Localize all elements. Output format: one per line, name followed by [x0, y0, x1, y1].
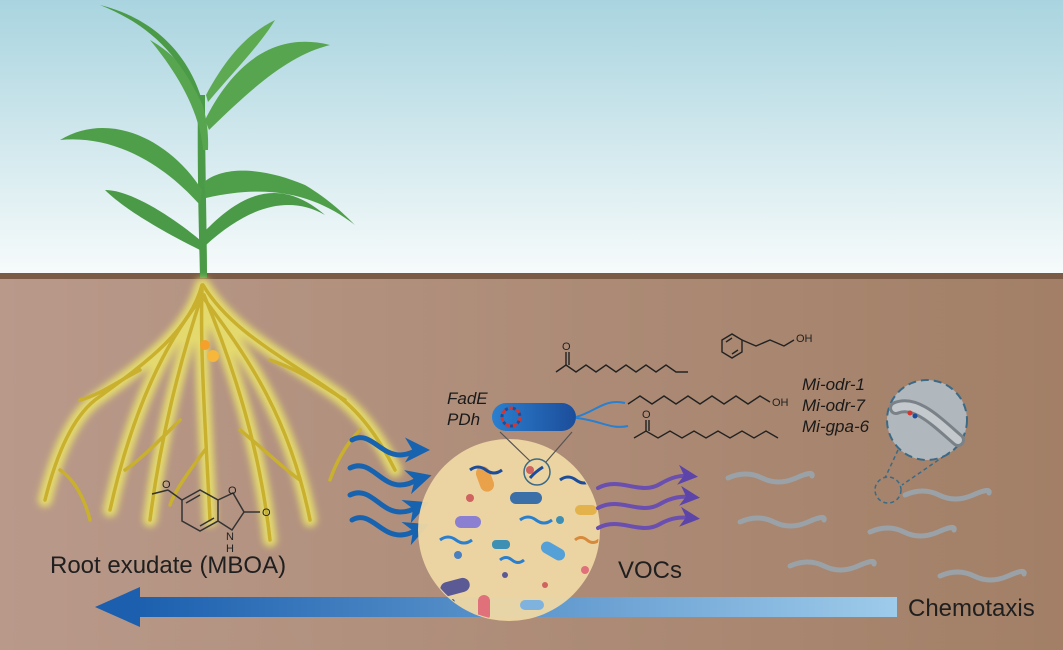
- root-exudate-label: Root exudate (MBOA): [50, 552, 287, 579]
- nematode-genes: Mi-odr-1 Mi-odr-7 Mi-gpa-6: [802, 374, 869, 437]
- zoom-lens-bacterium: [523, 458, 551, 486]
- voc-phenylethanol-oh: OH: [796, 333, 813, 345]
- soil-surface-line: [0, 273, 1063, 279]
- nematode-6: [937, 568, 1027, 583]
- exudate-arrow-3: [347, 490, 430, 524]
- nematode-4: [867, 524, 957, 539]
- exudate-arrow-2: [347, 463, 432, 495]
- nematode-2: [737, 514, 827, 529]
- mboa-structure: [151, 489, 260, 532]
- voc-arrow-1: [596, 464, 698, 490]
- chemotaxis-label: Chemotaxis: [908, 595, 1035, 622]
- gene-mi-gpa-6: Mi-gpa-6: [802, 417, 870, 436]
- voc-arrows: [596, 464, 700, 530]
- mboa-n: N: [226, 531, 234, 543]
- nematodes: [725, 470, 1027, 583]
- voc-undecanone-o: O: [562, 341, 571, 353]
- exudate-arrow-4: [349, 515, 430, 546]
- gene-fade: FadE: [447, 389, 488, 408]
- nematode-5: [902, 487, 992, 502]
- voc-arrow-3: [596, 506, 700, 530]
- gene-mi-odr-7: Mi-odr-7: [802, 396, 865, 415]
- zoom-line-right: [545, 431, 573, 463]
- voc-tridecanone-chain: [633, 430, 779, 439]
- voc-alcohol-oh: OH: [772, 397, 789, 409]
- roots: [43, 283, 397, 542]
- voc-atoms: O OH OH O: [562, 333, 813, 421]
- nematode-1: [725, 470, 815, 485]
- exudate-arrows: [347, 435, 432, 546]
- zoom-line-left: [499, 431, 531, 462]
- bacteria-genes: FadE PDh: [447, 388, 488, 430]
- voc-undecanone-chain: [555, 364, 688, 373]
- gene-mi-odr-1: Mi-odr-1: [802, 375, 865, 394]
- gene-pdh: PDh: [447, 410, 481, 429]
- voc-alcohol-chain: [627, 395, 771, 405]
- enlarged-bacterium: [492, 400, 629, 431]
- mboa-o-methoxy: O: [162, 479, 171, 491]
- microbe-community: [418, 439, 600, 621]
- mboa-o-ring: O: [228, 485, 237, 497]
- root-hotspot: [200, 340, 219, 362]
- voc-arrow-2: [596, 485, 700, 510]
- mboa-o-carbonyl: O: [262, 507, 271, 519]
- maize-shoot: [60, 5, 355, 278]
- nematode-magnifier: [874, 379, 968, 504]
- voc-structures: [555, 333, 795, 439]
- voc-tridecanone-o: O: [642, 409, 651, 421]
- vocs-label: VOCs: [618, 557, 683, 584]
- exudate-arrow-1: [349, 435, 430, 463]
- mboa-h: H: [226, 543, 234, 555]
- voc-phenylethanol-ring: [721, 333, 743, 359]
- nematode-3: [787, 558, 877, 573]
- mboa-atoms: O O N H O: [162, 479, 271, 555]
